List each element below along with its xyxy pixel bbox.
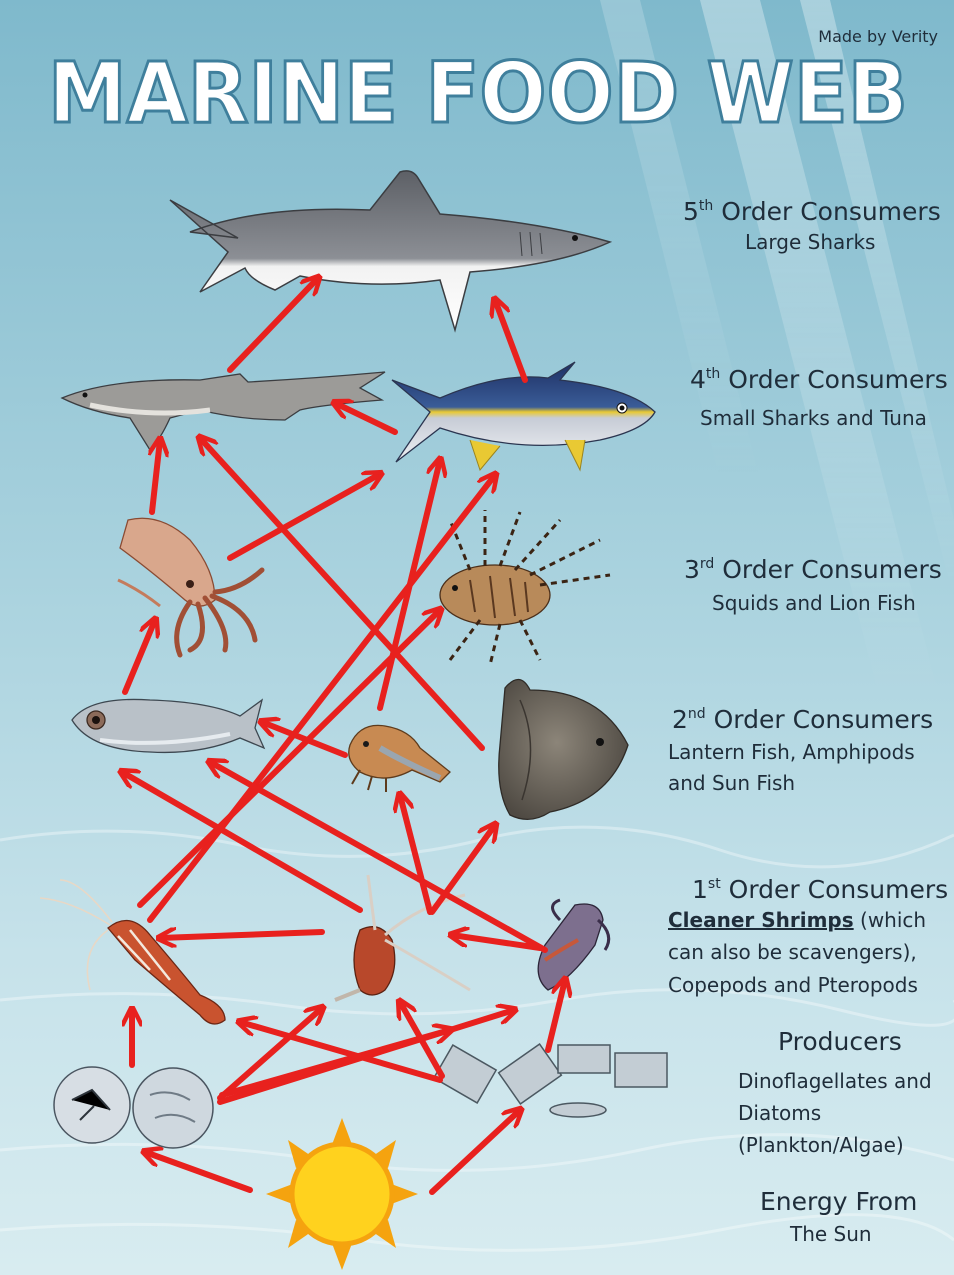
level-second-desc-line2: and Sun Fish [668, 771, 795, 795]
level-producers-desc-line2: Diatoms [738, 1101, 821, 1125]
sun-image [266, 1118, 418, 1270]
level-third-heading: 3rd Order Consumers [684, 555, 942, 584]
level-first-desc-line3: Copepods and Pteropods [668, 973, 918, 997]
level-fifth-desc: Large Sharks [745, 230, 875, 254]
level-fifth-heading: 5th Order Consumers [683, 197, 941, 226]
level-energy-desc: The Sun [789, 1222, 872, 1246]
level-fourth-desc: Small Sharks and Tuna [700, 406, 927, 430]
level-third-desc: Squids and Lion Fish [712, 591, 916, 615]
level-energy-heading: Energy From [760, 1187, 917, 1216]
level-first-desc-line1: Cleaner Shrimps (which [668, 908, 926, 932]
level-first-desc-line2: can also be scavengers), [668, 940, 917, 964]
level-producers-desc-line1: Dinoflagellates and [738, 1069, 932, 1093]
level-second-desc-line1: Lantern Fish, Amphipods [668, 740, 915, 764]
level-producers-heading: Producers [778, 1027, 902, 1056]
level-second-heading: 2nd Order Consumers [672, 705, 933, 734]
page-title: MARINE FOOD WEB [48, 44, 908, 142]
level-first-heading: 1st Order Consumers [692, 875, 948, 904]
level-fourth-heading: 4th Order Consumers [690, 365, 948, 394]
level-producers-desc-line3: (Plankton/Algae) [738, 1133, 904, 1157]
